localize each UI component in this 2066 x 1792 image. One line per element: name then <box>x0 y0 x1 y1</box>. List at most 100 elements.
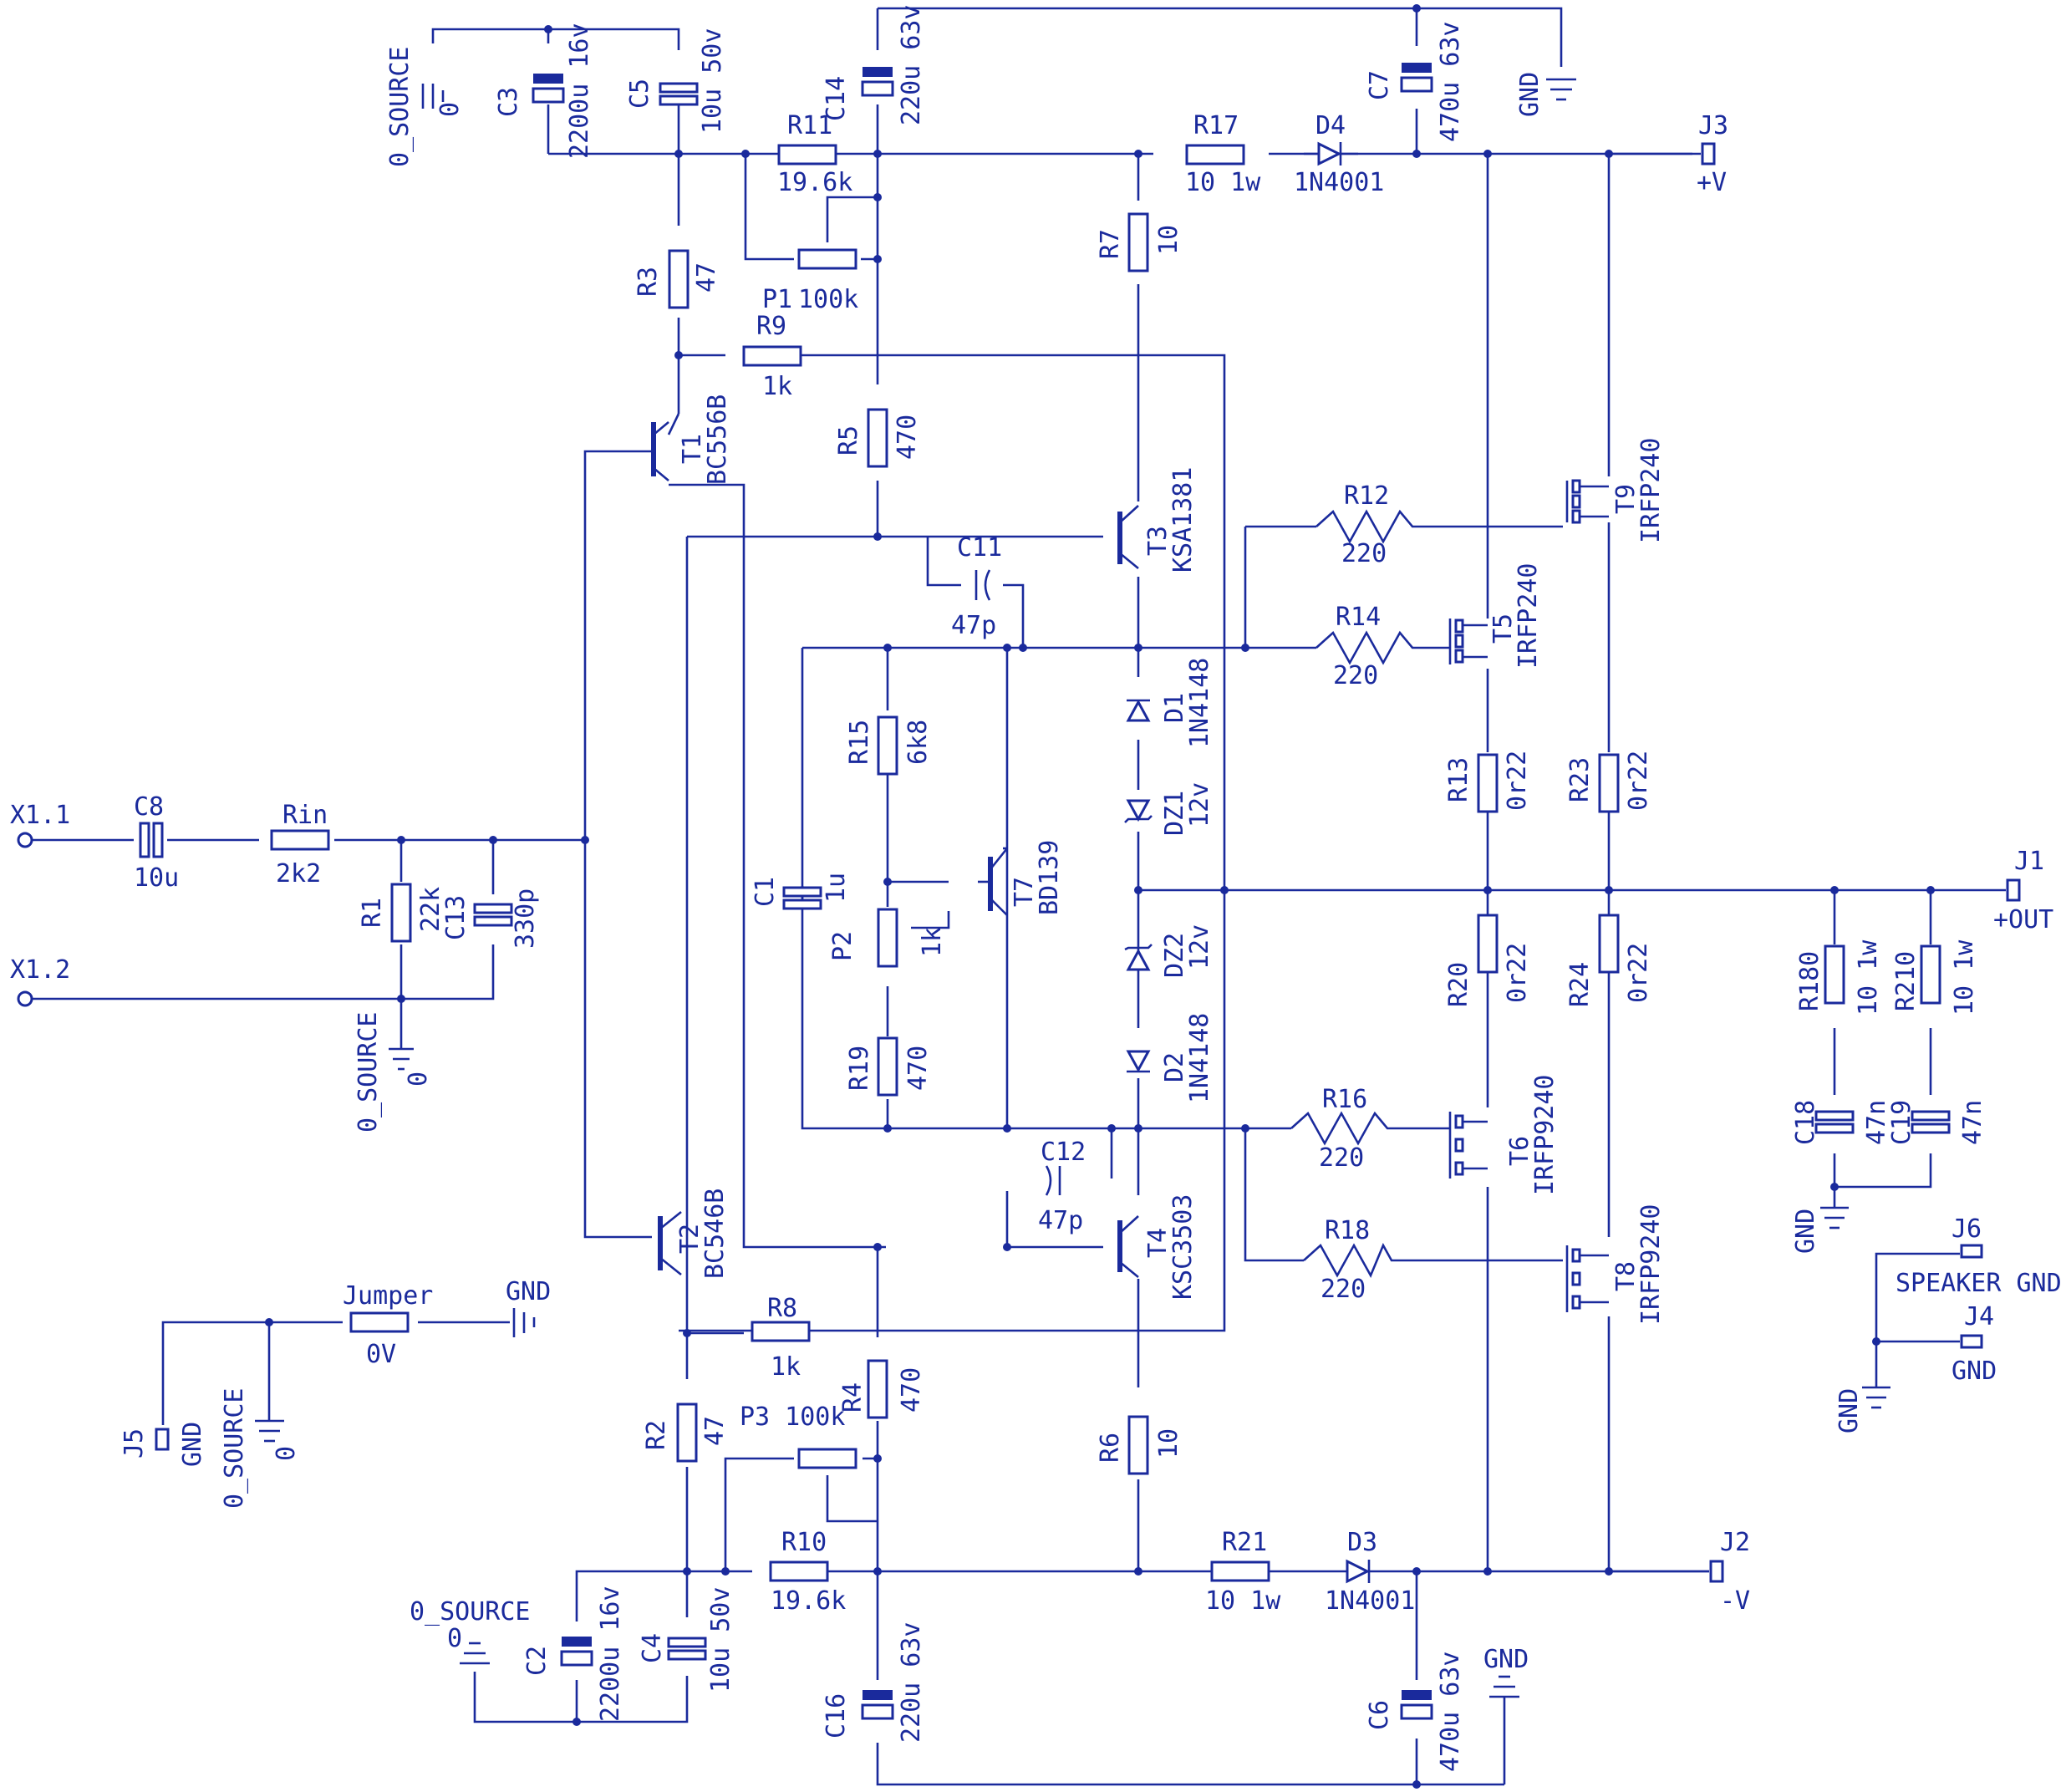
label-r12: R12 <box>1344 481 1389 511</box>
ground-symbol-top-gnd <box>1546 78 1576 101</box>
ground-symbol-speaker <box>1862 1386 1890 1409</box>
wires <box>32 7 2006 1786</box>
ground-symbol-top-source <box>421 84 445 109</box>
resistor-r4 <box>867 1359 888 1419</box>
ground-symbol-input-source <box>389 1047 414 1071</box>
label-c18: C18 <box>1791 1100 1820 1145</box>
label-c19-value: 47n <box>1958 1100 1987 1145</box>
label-c1-value: 1u <box>822 873 851 903</box>
label-c7: C7 <box>1365 70 1394 100</box>
resistor-r18 <box>1303 1243 1396 1278</box>
label-j4-value: GND <box>1952 1357 1997 1386</box>
label-c2: C2 <box>522 1646 552 1676</box>
capacitor-c16 <box>861 1690 894 1720</box>
diode-d4 <box>1304 141 1358 166</box>
resistor-r24 <box>1598 914 1620 974</box>
label-jumper: Jumper <box>343 1281 433 1311</box>
label-r20-value: 0r22 <box>1503 943 1532 1003</box>
mosfet-t6 <box>1448 1112 1488 1179</box>
label-t5: T5 <box>1488 613 1518 644</box>
label-source-j5: 0_SOURCE <box>220 1388 249 1509</box>
ground-symbol-jumper-gnd <box>512 1308 536 1337</box>
label-r2-value: 47 <box>700 1416 730 1446</box>
resistor-r13 <box>1477 753 1499 813</box>
label-c1: C1 <box>751 877 780 907</box>
diode-d2 <box>1126 1050 1151 1073</box>
label-r11-value: 19.6k <box>777 168 852 197</box>
label-j2: J2 <box>1720 1528 1750 1557</box>
label-c11: C11 <box>957 533 1002 563</box>
label-gnd-zobel: GND <box>1791 1209 1820 1254</box>
resistor-r21 <box>1210 1560 1270 1582</box>
label-t8: T8 <box>1611 1261 1641 1291</box>
resistor-r14 <box>1315 630 1421 665</box>
connector-j2 <box>1709 1560 1724 1583</box>
label-dz2-value: 12v <box>1185 924 1214 970</box>
label-c18-value: 47n <box>1862 1100 1891 1145</box>
label-p2: P2 <box>828 931 857 961</box>
label-c12-value: 47p <box>1038 1206 1083 1235</box>
label-source-j5-zero: 0 <box>272 1446 301 1461</box>
resistor-r9 <box>742 345 802 367</box>
transistor-t4 <box>1117 1215 1139 1279</box>
transistor-t3 <box>1117 505 1139 570</box>
label-t9-value: IRFP240 <box>1636 438 1666 543</box>
resistor-r12 <box>1315 509 1421 544</box>
label-r12-value: 220 <box>1341 539 1387 568</box>
label-r10-value: 19.6k <box>771 1586 846 1616</box>
label-r4: R4 <box>838 1382 868 1413</box>
label-p1: P1 <box>762 285 792 314</box>
label-j3-value: +V <box>1697 168 1727 197</box>
mosfet-t9 <box>1565 479 1609 524</box>
label-r21: R21 <box>1222 1528 1267 1557</box>
label-d1-value: 1N4148 <box>1185 658 1214 748</box>
label-r6-value: 10 <box>1154 1428 1183 1459</box>
capacitor-c1 <box>782 886 822 910</box>
label-d2: D2 <box>1160 1052 1189 1082</box>
label-jumper-value: 0V <box>366 1340 396 1369</box>
potentiometer-p1 <box>797 248 857 270</box>
label-r5: R5 <box>834 425 863 456</box>
label-gnd-bottom: GND <box>1483 1645 1529 1674</box>
mosfet-t5 <box>1448 619 1488 664</box>
ground-symbol-zobel <box>1820 1206 1849 1229</box>
resistor-r11 <box>777 144 837 165</box>
label-d2-value: 1N4148 <box>1185 1013 1214 1103</box>
junction-dots <box>265 4 1935 1789</box>
label-gnd-top: GND <box>1515 72 1544 117</box>
diode-d3 <box>1346 1559 1371 1584</box>
label-r23-value: 0r22 <box>1624 751 1653 811</box>
label-r20: R20 <box>1444 962 1473 1007</box>
capacitor-c19 <box>1911 1110 1951 1134</box>
label-c6-value: 470u 63v <box>1436 1652 1465 1773</box>
label-r7: R7 <box>1096 229 1125 259</box>
label-r14: R14 <box>1336 603 1381 632</box>
resistor-r210 <box>1920 944 1941 1005</box>
label-j4: J4 <box>1964 1302 1994 1331</box>
zener-dz1 <box>1124 799 1153 823</box>
resistor-r8 <box>751 1321 811 1342</box>
capacitor-c4 <box>667 1637 707 1661</box>
label-r9: R9 <box>756 312 786 341</box>
ground-symbol-j5-source <box>255 1419 284 1443</box>
label-r8-value: 1k <box>771 1352 801 1382</box>
label-r4-value: 470 <box>897 1367 926 1413</box>
terminal-x1-2 <box>17 990 33 1007</box>
capacitor-c7 <box>1400 63 1433 93</box>
label-d4: D4 <box>1315 111 1346 140</box>
label-t6-value: IRFP9240 <box>1530 1075 1560 1196</box>
resistor-r7 <box>1127 212 1149 272</box>
label-c4: C4 <box>638 1633 667 1663</box>
label-d1: D1 <box>1160 693 1189 723</box>
label-r5-value: 470 <box>893 415 922 460</box>
label-c2-value: 2200u 16v <box>596 1586 625 1722</box>
label-r23: R23 <box>1565 757 1595 802</box>
label-c12: C12 <box>1041 1138 1086 1167</box>
connector-j5 <box>155 1428 170 1451</box>
connector-j6 <box>1960 1244 1983 1259</box>
label-r13: R13 <box>1444 757 1473 802</box>
label-t3: T3 <box>1143 526 1173 556</box>
resistor-r15 <box>877 715 898 776</box>
label-r6: R6 <box>1096 1433 1125 1463</box>
label-c13-value: 330p <box>511 888 540 949</box>
